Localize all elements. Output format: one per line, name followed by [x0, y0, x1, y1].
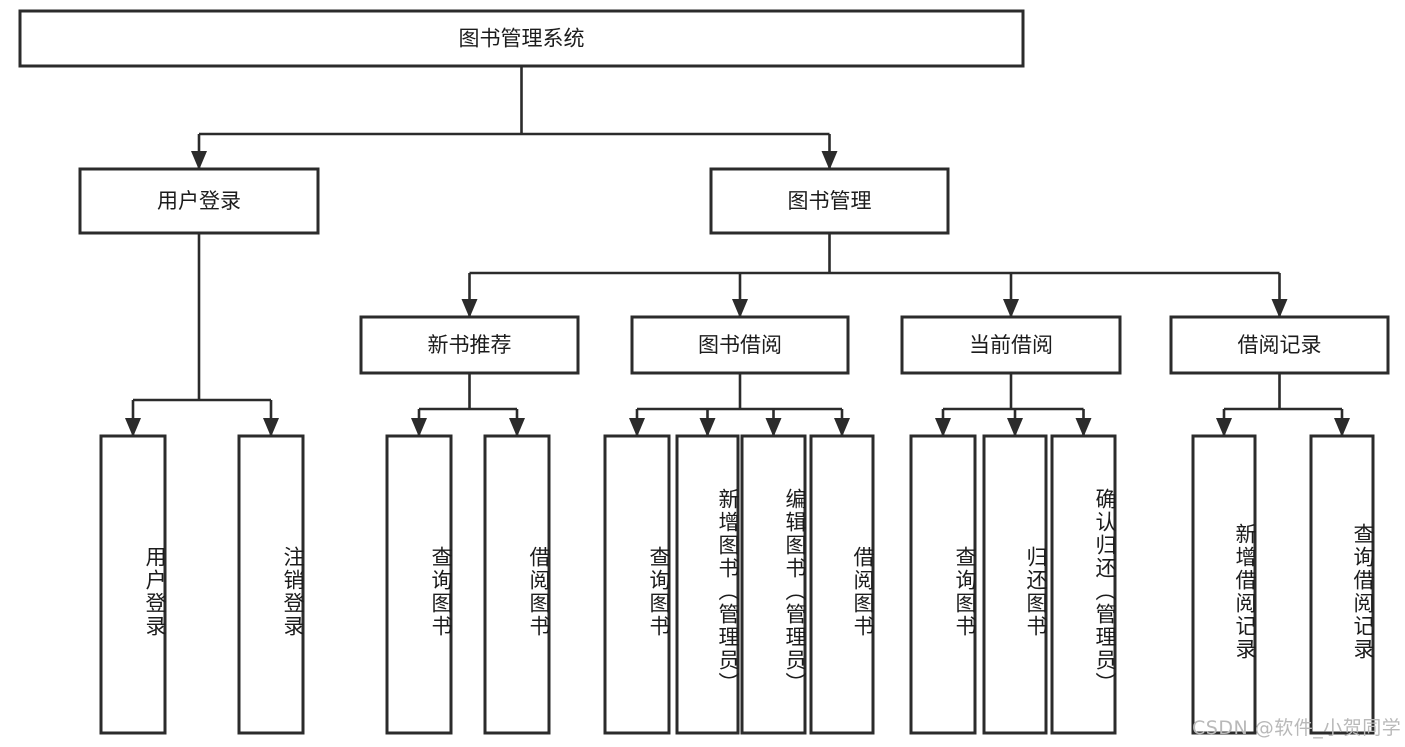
- node-label-book-manage: 图书管理: [788, 189, 872, 213]
- node-label-user-login: 用户登录: [157, 189, 241, 213]
- nodes-layer: [18, 9, 1390, 735]
- node-label-borrow-record: 借阅记录: [1238, 333, 1322, 357]
- arrow-head-icon: [1075, 418, 1092, 437]
- arrow-head-icon: [263, 418, 279, 437]
- csdn-watermark: CSDN @软件_小贺同学: [1192, 717, 1402, 739]
- node-box-leaf-user-login[interactable]: [99, 434, 167, 735]
- node-box-leaf-add-borrow-record[interactable]: [1191, 434, 1257, 735]
- node-box-borrow-record[interactable]: [1169, 315, 1390, 375]
- node-box-book-manage[interactable]: [709, 167, 950, 235]
- arrow-head-icon: [935, 418, 951, 437]
- arrow-head-icon: [461, 299, 478, 318]
- arrow-head-icon: [1334, 418, 1350, 437]
- node-box-leaf-edit-book-admin[interactable]: [740, 434, 807, 735]
- arrow-head-icon: [765, 418, 782, 437]
- arrow-head-icon: [509, 418, 525, 437]
- node-label-current-borrow: 当前借阅: [969, 333, 1053, 357]
- node-box-new-book-recommend[interactable]: [359, 315, 580, 375]
- node-box-leaf-query-book-recommend[interactable]: [385, 434, 453, 735]
- node-box-root[interactable]: [18, 9, 1025, 68]
- node-box-user-login[interactable]: [78, 167, 320, 235]
- node-label-root: 图书管理系统: [459, 27, 585, 51]
- node-box-leaf-query-book-borrow[interactable]: [603, 434, 671, 735]
- node-box-leaf-logout-login[interactable]: [237, 434, 305, 735]
- node-box-book-borrow[interactable]: [630, 315, 850, 375]
- node-box-leaf-add-book-admin[interactable]: [675, 434, 740, 735]
- arrow-head-icon: [1007, 418, 1023, 437]
- edges-layer: [125, 66, 1350, 437]
- arrow-head-icon: [732, 299, 748, 318]
- node-box-leaf-borrow-book[interactable]: [809, 434, 875, 735]
- arrow-head-icon: [1216, 418, 1232, 437]
- arrow-head-icon: [1003, 299, 1019, 318]
- arrow-head-icon: [629, 418, 645, 437]
- node-box-leaf-query-book-current[interactable]: [909, 434, 977, 735]
- arrow-head-icon: [411, 418, 427, 437]
- node-box-leaf-confirm-return-admin[interactable]: [1050, 434, 1117, 735]
- node-box-leaf-borrow-book-recommend[interactable]: [483, 434, 551, 735]
- arrow-head-icon: [834, 418, 850, 437]
- node-box-leaf-query-borrow-record[interactable]: [1309, 434, 1375, 735]
- arrow-head-icon: [125, 418, 141, 437]
- arrow-head-icon: [821, 151, 838, 170]
- node-box-current-borrow[interactable]: [900, 315, 1122, 375]
- arrow-head-icon: [1271, 299, 1288, 318]
- node-box-leaf-return-book[interactable]: [982, 434, 1048, 735]
- node-label-book-borrow: 图书借阅: [698, 333, 782, 357]
- arrow-head-icon: [699, 418, 716, 437]
- node-label-new-book-recommend: 新书推荐: [428, 333, 512, 357]
- arrow-head-icon: [191, 151, 207, 170]
